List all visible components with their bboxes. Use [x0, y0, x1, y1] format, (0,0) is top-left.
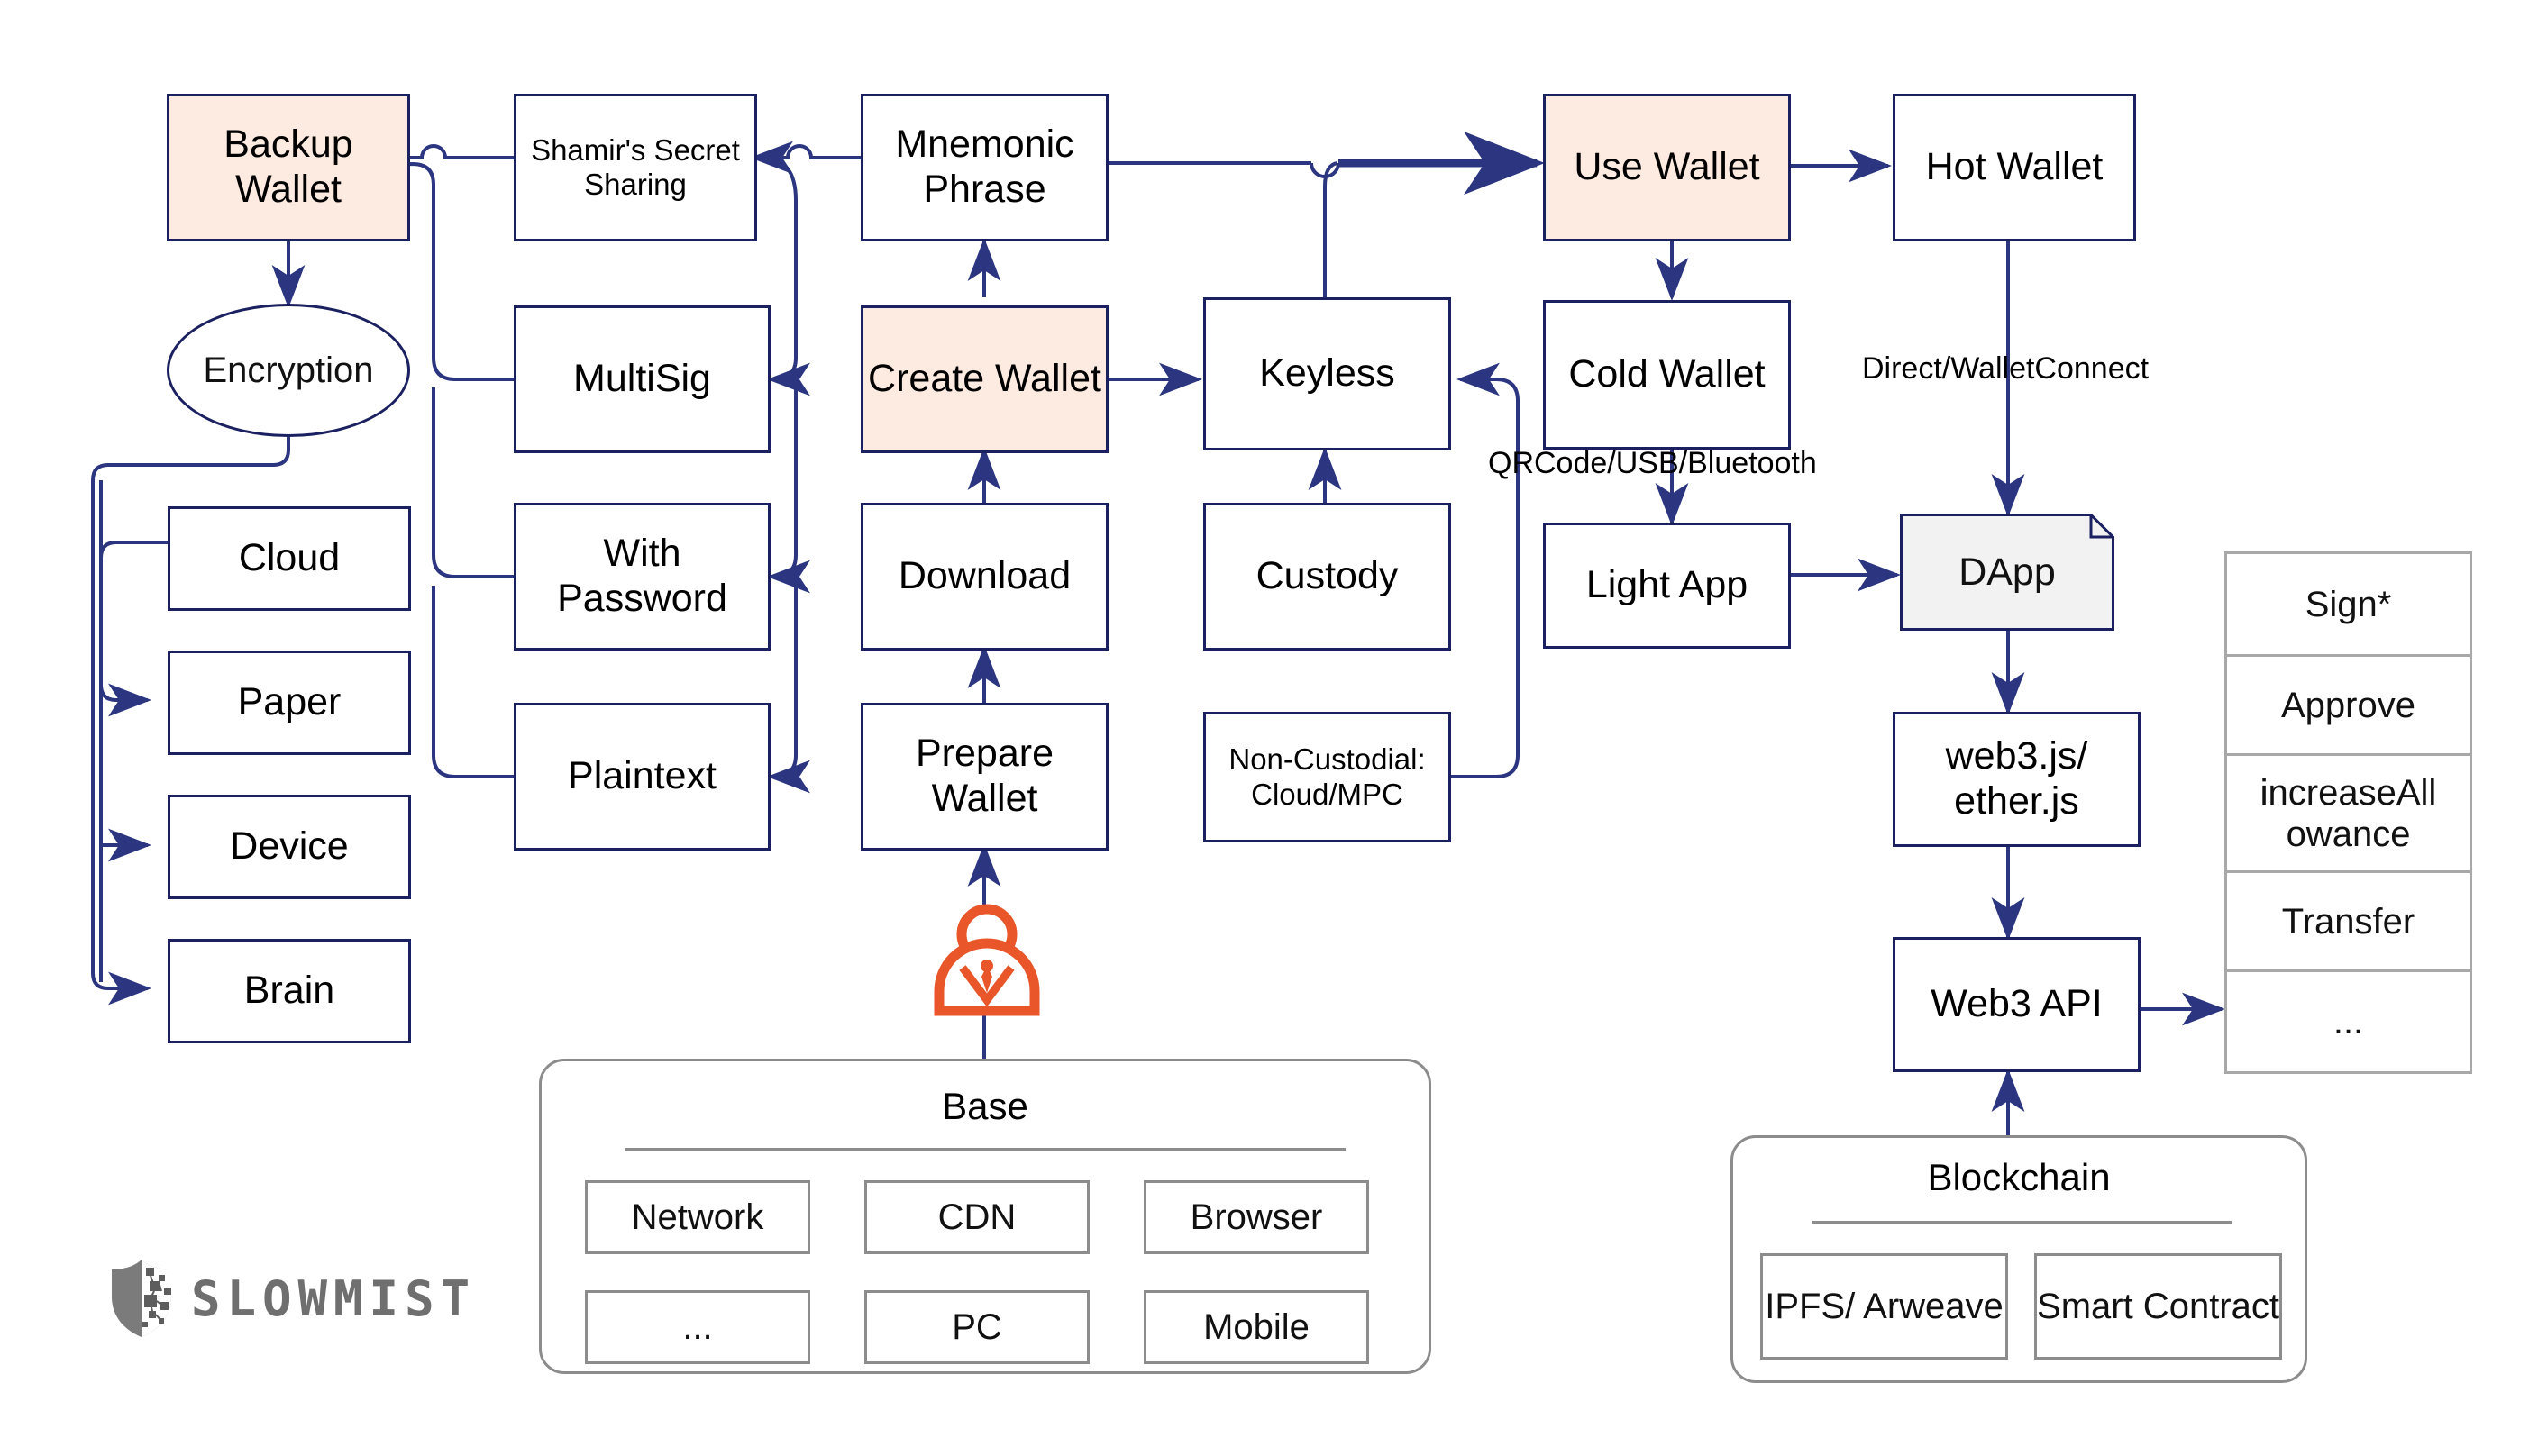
- list-item[interactable]: increaseAll owance: [2227, 756, 2470, 873]
- node-multisig-label: MultiSig: [573, 357, 711, 401]
- node-use-wallet[interactable]: Use Wallet: [1543, 94, 1791, 241]
- node-create-wallet[interactable]: Create Wallet: [861, 305, 1109, 453]
- list-item[interactable]: Sign*: [2227, 554, 2470, 657]
- node-backup-wallet-label: Backup Wallet: [224, 123, 353, 211]
- node-with-password[interactable]: With Password: [514, 503, 771, 651]
- node-cold-wallet-label: Cold Wallet: [1568, 352, 1766, 396]
- chip-smart-contract[interactable]: Smart Contract: [2034, 1253, 2282, 1360]
- node-non-custodial-label: Non-Custodial: Cloud/MPC: [1228, 742, 1426, 811]
- node-custody[interactable]: Custody: [1203, 503, 1451, 651]
- dapp-actions-list: Sign* Approve increaseAll owance Transfe…: [2224, 551, 2472, 1074]
- list-item[interactable]: Transfer: [2227, 873, 2470, 972]
- group-blockchain-divider: [1812, 1221, 2232, 1224]
- node-cloud[interactable]: Cloud: [168, 506, 411, 611]
- group-base-divider: [625, 1148, 1346, 1151]
- chip-more[interactable]: ...: [585, 1290, 810, 1364]
- node-web3js-etherjs[interactable]: web3.js/ ether.js: [1893, 712, 2141, 847]
- node-mnemonic-phrase[interactable]: Mnemonic Phrase: [861, 94, 1109, 241]
- node-download[interactable]: Download: [861, 503, 1109, 651]
- node-with-password-label: With Password: [557, 532, 727, 620]
- chip-browser[interactable]: Browser: [1144, 1180, 1369, 1254]
- node-cloud-label: Cloud: [238, 536, 341, 580]
- node-web3-api-label: Web3 API: [1931, 982, 2103, 1026]
- node-prepare-wallet-label: Prepare Wallet: [916, 732, 1054, 820]
- person-icon: [928, 901, 1045, 1018]
- chip-cdn[interactable]: CDN: [864, 1180, 1090, 1254]
- node-paper[interactable]: Paper: [168, 651, 411, 755]
- shield-icon: [112, 1260, 171, 1337]
- node-web3-api[interactable]: Web3 API: [1893, 937, 2141, 1072]
- node-hot-wallet-label: Hot Wallet: [1925, 145, 2104, 189]
- slowmist-logo: SLOWMIST: [106, 1257, 476, 1340]
- group-base: Base Network CDN Browser ... PC Mobile: [539, 1059, 1431, 1374]
- node-dapp-label: DApp: [1958, 550, 2056, 594]
- node-keyless[interactable]: Keyless: [1203, 297, 1451, 450]
- node-non-custodial[interactable]: Non-Custodial: Cloud/MPC: [1203, 712, 1451, 842]
- node-light-app[interactable]: Light App: [1543, 523, 1791, 649]
- node-use-wallet-label: Use Wallet: [1574, 145, 1760, 189]
- slowmist-wordmark: SLOWMIST: [191, 1269, 477, 1327]
- dapp-document-icon: [1900, 514, 2114, 631]
- list-item[interactable]: ...: [2333, 1002, 2364, 1042]
- group-base-title: Base: [942, 1085, 1028, 1127]
- chip-ipfs-arweave[interactable]: IPFS/ Arweave: [1760, 1253, 2008, 1360]
- node-mnemonic-label: Mnemonic Phrase: [895, 123, 1074, 211]
- edge-label-direct-walletconnect: Direct/WalletConnect: [1862, 351, 2150, 386]
- node-cold-wallet[interactable]: Cold Wallet: [1543, 300, 1791, 450]
- node-dapp[interactable]: DApp: [1900, 514, 2114, 631]
- node-download-label: Download: [898, 554, 1072, 598]
- node-custody-label: Custody: [1255, 554, 1399, 598]
- node-device[interactable]: Device: [168, 795, 411, 899]
- chip-pc[interactable]: PC: [864, 1290, 1090, 1364]
- node-backup-wallet[interactable]: Backup Wallet: [167, 94, 410, 241]
- edge-label-qrcode-usb-bluetooth: QRCode/USB/Bluetooth: [1488, 446, 1817, 480]
- node-encryption-label: Encryption: [203, 350, 374, 390]
- group-blockchain: Blockchain IPFS/ Arweave Smart Contract: [1730, 1135, 2307, 1383]
- chip-network[interactable]: Network: [585, 1180, 810, 1254]
- node-create-wallet-label: Create Wallet: [868, 357, 1101, 401]
- node-encryption[interactable]: Encryption: [167, 304, 410, 437]
- node-paper-label: Paper: [237, 680, 342, 724]
- node-brain[interactable]: Brain: [168, 939, 411, 1043]
- node-keyless-label: Keyless: [1259, 351, 1395, 396]
- node-web3js-label: web3.js/ ether.js: [1945, 734, 2088, 823]
- node-brain-label: Brain: [243, 969, 335, 1013]
- node-plaintext[interactable]: Plaintext: [514, 703, 771, 851]
- node-multisig[interactable]: MultiSig: [514, 305, 771, 453]
- node-shamir-label: Shamir's Secret Sharing: [531, 132, 740, 201]
- node-light-app-label: Light App: [1585, 563, 1748, 607]
- group-blockchain-title: Blockchain: [1927, 1156, 2111, 1198]
- list-item[interactable]: Approve: [2227, 657, 2470, 756]
- node-prepare-wallet[interactable]: Prepare Wallet: [861, 703, 1109, 851]
- chip-mobile[interactable]: Mobile: [1144, 1290, 1369, 1364]
- node-plaintext-label: Plaintext: [568, 754, 717, 798]
- node-shamir-secret-sharing[interactable]: Shamir's Secret Sharing: [514, 94, 757, 241]
- node-hot-wallet[interactable]: Hot Wallet: [1893, 94, 2136, 241]
- node-device-label: Device: [230, 824, 349, 869]
